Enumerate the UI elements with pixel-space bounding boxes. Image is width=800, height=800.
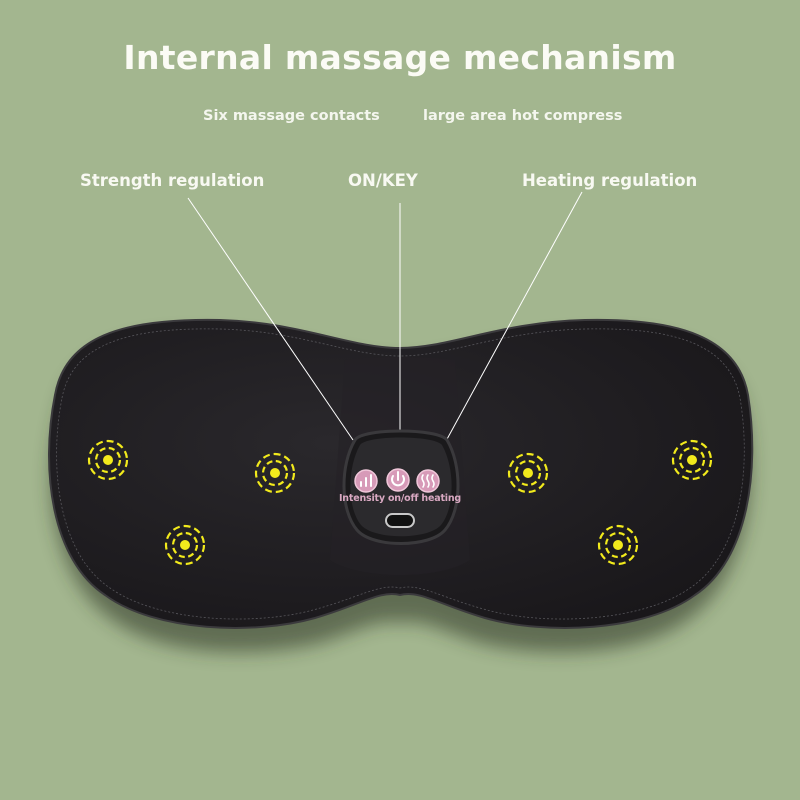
device-stitching [56, 328, 745, 620]
subtitle-hot-compress: large area hot compress [423, 108, 623, 124]
callout-line-strength [187, 197, 354, 441]
heat-waves-icon [421, 474, 435, 488]
massage-contact-icon [671, 439, 713, 481]
massage-contact-icon [164, 524, 206, 566]
callout-heating-regulation: Heating regulation [522, 171, 698, 190]
massage-contact-icon [87, 439, 129, 481]
massage-contact-icon [507, 452, 549, 494]
control-panel [342, 429, 460, 545]
power-icon [391, 471, 405, 487]
page-title: Internal massage mechanism [123, 38, 677, 77]
usb-c-port [385, 513, 415, 528]
subtitle-massage-contacts: Six massage contacts [203, 108, 380, 124]
heating-button[interactable] [416, 469, 440, 493]
massage-contact-icon [254, 452, 296, 494]
signal-bars-icon [360, 474, 372, 487]
massage-contacts [87, 439, 713, 566]
power-button[interactable] [386, 468, 410, 492]
callout-line-heating [445, 191, 583, 442]
callout-on-key: ON/KEY [348, 171, 418, 190]
control-panel-caption: Intensity on/off heating [338, 493, 462, 504]
massage-contact-icon [597, 524, 639, 566]
intensity-button[interactable] [354, 469, 378, 493]
callout-strength-regulation: Strength regulation [80, 171, 265, 190]
